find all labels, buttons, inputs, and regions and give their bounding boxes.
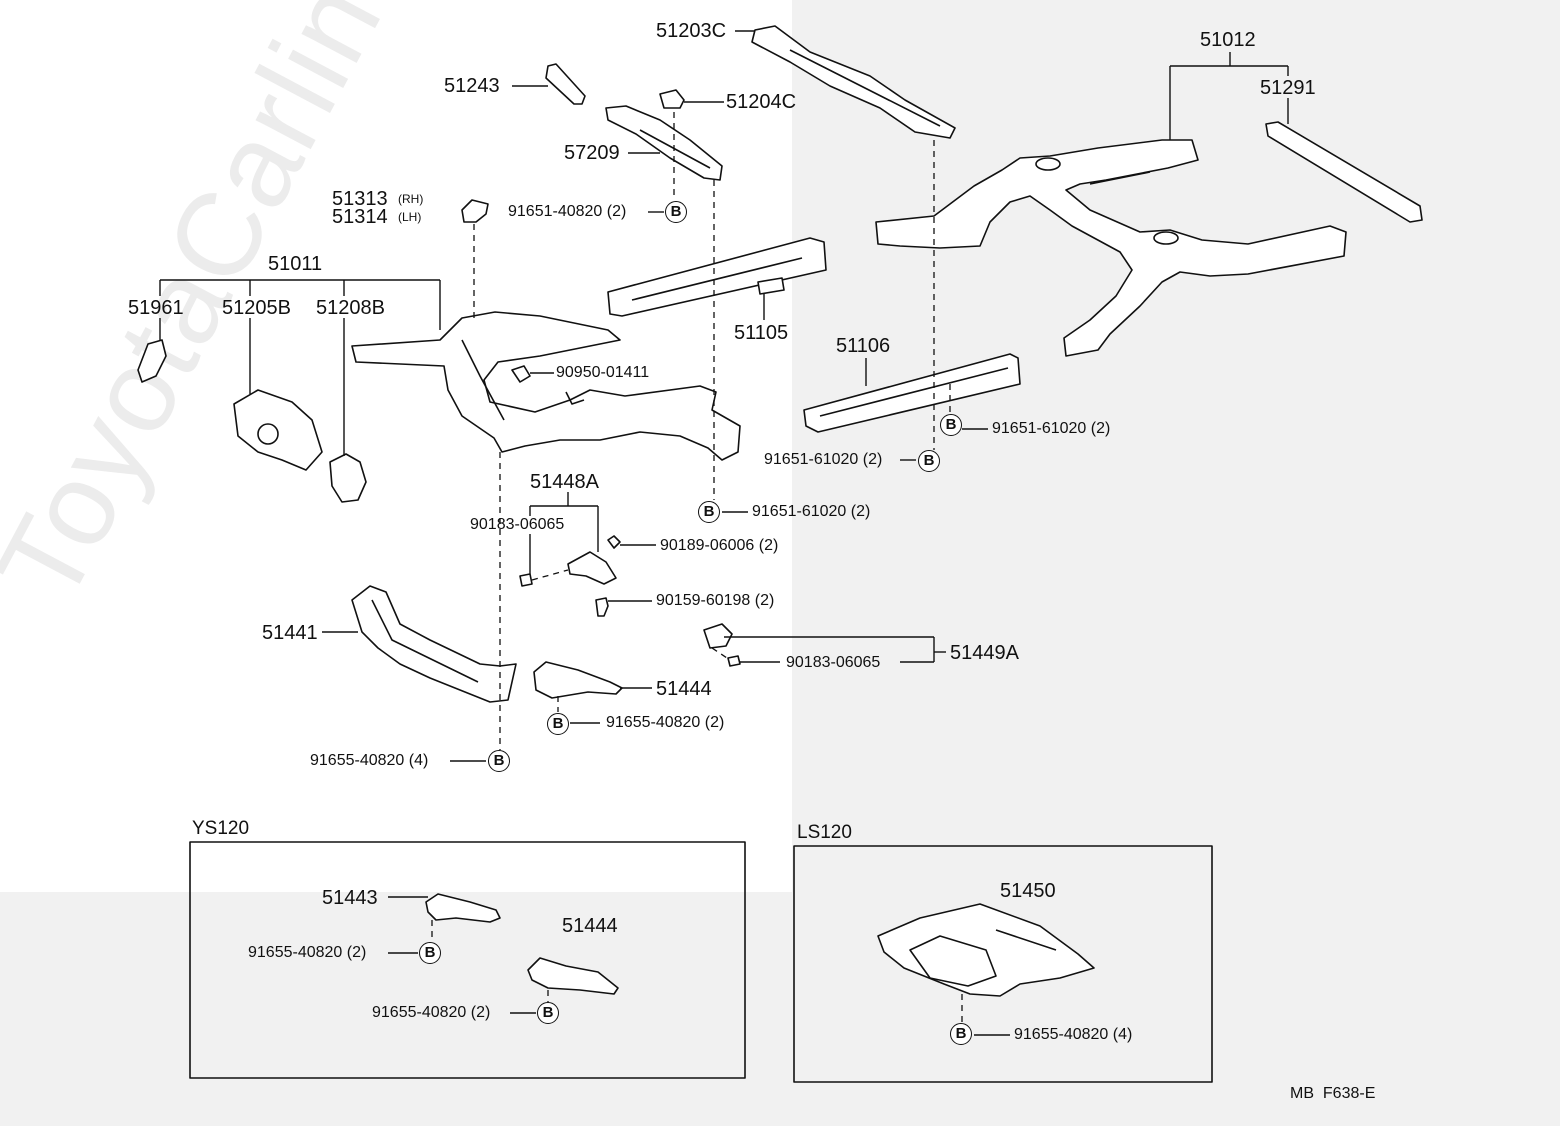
bolt-ref-b-icon: B: [488, 750, 510, 772]
ls120-title: LS120: [797, 822, 852, 843]
part-51291-shape: [1265, 121, 1423, 223]
part-51444-main-shape: [533, 661, 623, 699]
label-part-51961: 51961: [128, 297, 184, 319]
bolt-ref-b-icon: B: [537, 1002, 559, 1024]
label-part-51203C: 51203C: [656, 20, 727, 42]
label-ys120-fastener-91655-a: 91655-40820 (2): [248, 944, 367, 961]
ys120-title: YS120: [192, 818, 250, 839]
label-part-51314: 51314: [332, 206, 388, 228]
label-fastener-91655-40820-2-main: 91655-40820 (2): [606, 714, 725, 731]
label-part-57209: 57209: [564, 142, 620, 164]
label-ls120-fastener-91655: 91655-40820 (4): [1014, 1026, 1133, 1043]
ls120-frame: [793, 845, 1213, 1083]
part-51449A-shape: [703, 623, 733, 649]
label-fastener-90183-06065-a: 90183-06065: [470, 516, 565, 533]
label-part-51106: 51106: [836, 335, 891, 357]
label-fastener-90183-06065-b: 90183-06065: [786, 654, 881, 671]
label-part-51011: 51011: [268, 253, 323, 275]
bolt-ref-b-icon: B: [419, 942, 441, 964]
background-panel-bottom: [0, 892, 1560, 1126]
part-51243-shape: [545, 63, 586, 105]
bolt-ref-b-icon: B: [665, 201, 687, 223]
part-51313-shape: [461, 199, 489, 223]
part-51443-shape: [425, 893, 501, 923]
label-fastener-90189-06006-2: 90189-06006 (2): [660, 537, 779, 554]
part-90183-06065-b-shape: [727, 655, 741, 667]
label-fastener-90950-01411: 90950-01411: [556, 364, 650, 381]
ys120-frame: [189, 841, 746, 1079]
part-51444-ys-shape: [527, 957, 619, 995]
bolt-ref-b-icon: B: [547, 713, 569, 735]
label-ys120-part-51443: 51443: [322, 887, 378, 909]
label-tag-lh: (LH): [398, 210, 422, 224]
label-ys120-part-51444: 51444: [562, 915, 618, 937]
footer-code: MB F638-E: [1290, 1085, 1376, 1102]
part-51105-shape: [607, 237, 827, 317]
part-90183-06065-a-shape: [519, 573, 533, 587]
label-fastener-91651-61020-2-c: 91651-61020 (2): [752, 503, 871, 520]
part-90189-06006-shape: [607, 535, 621, 549]
label-part-51208B: 51208B: [316, 297, 385, 319]
bolt-ref-b-icon: B: [950, 1023, 972, 1045]
label-part-51204C: 51204C: [726, 91, 797, 113]
label-part-51012: 51012: [1200, 29, 1256, 51]
label-fastener-90159-60198-2: 90159-60198 (2): [656, 592, 775, 609]
part-51441-shape: [351, 585, 517, 703]
label-part-51243: 51243: [444, 75, 500, 97]
part-51011-shape: [351, 311, 741, 461]
label-part-51441: 51441: [262, 622, 318, 644]
label-fastener-91651-61020-2-a: 91651-61020 (2): [992, 420, 1111, 437]
part-51208B-shape: [329, 453, 367, 503]
part-51448A-shape: [567, 551, 617, 585]
label-part-51105: 51105: [734, 322, 789, 344]
label-part-51313: 51313: [332, 188, 388, 210]
bolt-ref-b-icon: B: [918, 450, 940, 472]
label-fastener-91655-40820-4-main: 91655-40820 (4): [310, 752, 429, 769]
part-51961-shape: [137, 339, 167, 383]
part-90159-60198-shape: [595, 597, 609, 617]
label-part-51205B: 51205B: [222, 297, 291, 319]
label-part-51448A: 51448A: [530, 471, 599, 493]
label-part-51291: 51291: [1260, 77, 1316, 99]
label-ys120-fastener-91655-b: 91655-40820 (2): [372, 1004, 491, 1021]
bolt-ref-b-icon: B: [940, 414, 962, 436]
bolt-ref-b-icon: B: [698, 501, 720, 523]
label-tag-rh: (RH): [398, 192, 424, 206]
label-fastener-91651-40820-2: 91651-40820 (2): [508, 203, 627, 220]
part-51204C-shape: [659, 89, 685, 109]
label-fastener-91651-61020-2-b: 91651-61020 (2): [764, 451, 883, 468]
label-ls120-part-51450: 51450: [1000, 880, 1056, 902]
part-51012-shape: [875, 139, 1347, 357]
part-90950-01411-shape: [511, 365, 531, 383]
label-part-51444-main: 51444: [656, 678, 712, 700]
label-part-51449A: 51449A: [950, 642, 1019, 664]
